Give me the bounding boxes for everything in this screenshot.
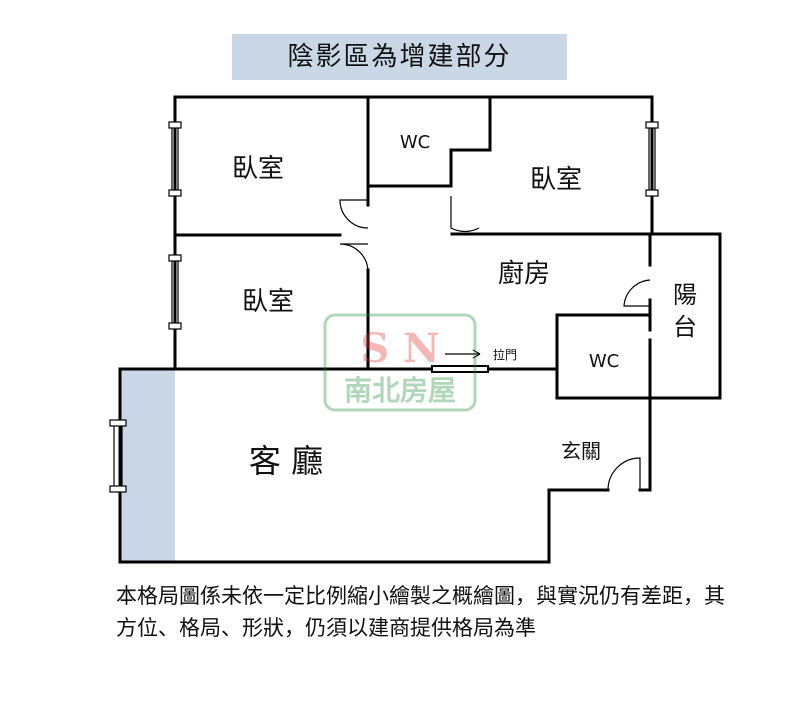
label-sliding-door: 拉門 [493,347,517,362]
door-kitchen-balcony [623,279,651,307]
annex-shaded-area [120,369,175,562]
watermark-box [323,313,477,412]
window-bedroom-3 [168,254,182,262]
window-bedroom-3b [168,322,182,330]
window-bedroom-1b [168,189,182,197]
watermark-letters: S N [360,325,439,372]
door-bedroom-3 [339,243,369,273]
label-kitchen: 廚房 [498,259,550,289]
window-living-room [109,419,127,427]
disclaimer-note: 本格局圖係未依一定比例縮小繪製之概繪圖，與實況仍有差距，其方位、格局、形狀，仍須… [116,584,725,640]
window-living-room-b [109,485,127,493]
annex-legend-banner: 陰影區為增建部分 [232,34,567,80]
watermark-brand: 南北房屋 [344,374,456,407]
door-bedroom-1 [339,199,369,229]
label-bedroom-2: 臥室 [530,165,582,195]
door-entrance [607,457,641,491]
windows [109,121,659,493]
label-balcony-2: 台 [673,313,697,341]
door-wc-1 [450,196,480,232]
watermark-logo: S N 南北房屋 [323,313,477,412]
label-bedroom-1: 臥室 [232,154,284,184]
arrow-head-icon [472,349,481,359]
walls [118,95,722,564]
label-wc-2: WC [589,351,619,372]
label-bedroom-3: 臥室 [242,287,294,317]
label-wc-1: WC [400,132,430,153]
sliding-door [431,365,489,373]
window-bedroom-2 [645,121,659,129]
label-entrance: 玄關 [561,439,601,463]
label-living-room: 客 廳 [249,442,323,480]
label-balcony-1: 陽 [673,281,697,309]
window-bedroom-1 [168,121,182,129]
window-bedroom-2b [645,189,659,197]
doors [339,196,651,491]
